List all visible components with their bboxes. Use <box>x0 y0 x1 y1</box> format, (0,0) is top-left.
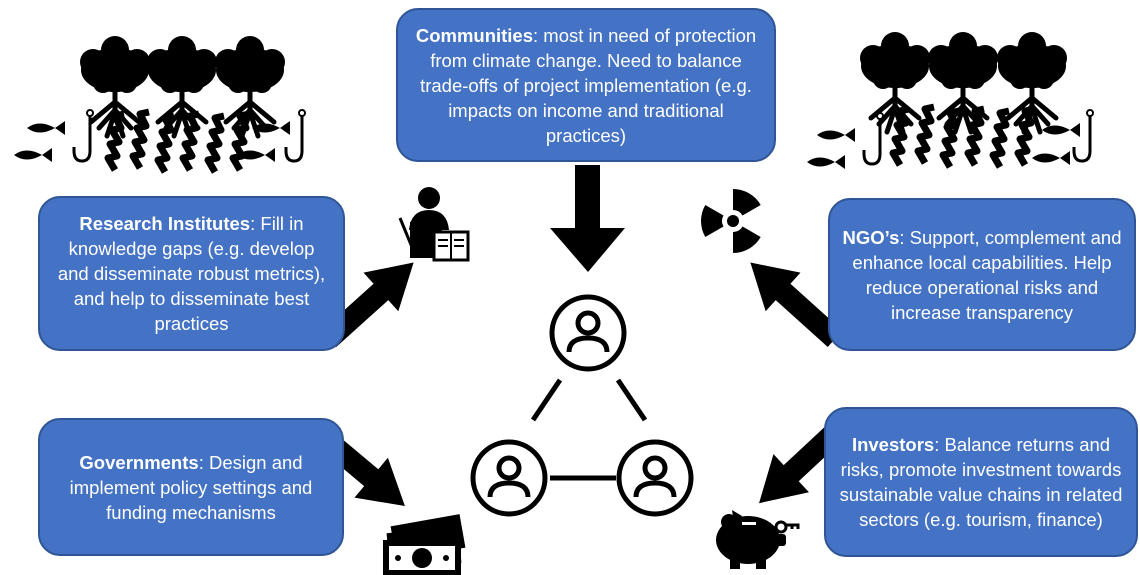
money-icon <box>383 514 466 575</box>
investors-text: Investors: Balance returns and risks, pr… <box>838 432 1124 532</box>
ngo-box: NGO’s: Support, complement and enhance l… <box>828 198 1136 351</box>
communities-text: Communities: most in need of protection … <box>410 23 762 148</box>
governments-label: Governments <box>79 451 199 473</box>
governments-text: Governments: Design and implement policy… <box>52 450 330 525</box>
mangrove-ecosystem-icon <box>807 32 1095 169</box>
mangrove-ecosystem-icon <box>14 36 307 172</box>
research-description: : Fill in knowledge gaps (e.g. develop a… <box>57 213 326 334</box>
research-text: Research Institutes: Fill in knowledge g… <box>52 211 331 336</box>
investors-label: Investors <box>851 434 935 455</box>
ngo-description: : Support, complement and enhance local … <box>852 226 1122 323</box>
radiation-icon <box>701 189 761 253</box>
governments-box: Governments: Design and implement policy… <box>38 418 344 556</box>
communities-description: : most in need of protection from climat… <box>420 24 757 146</box>
research-institutes-box: Research Institutes: Fill in knowledge g… <box>38 196 345 351</box>
governments-description: : Design and implement policy settings a… <box>69 451 313 523</box>
communities-label: Communities <box>415 24 534 46</box>
piggy-bank-icon <box>716 510 800 569</box>
arrow-down <box>550 165 625 272</box>
investors-box: Investors: Balance returns and risks, pr… <box>824 407 1138 557</box>
person-network-icon <box>473 297 691 514</box>
communities-box: Communities: most in need of protection … <box>396 8 776 162</box>
ngo-text: NGO’s: Support, complement and enhance l… <box>842 225 1122 325</box>
teacher-icon <box>398 187 470 262</box>
arrow-to-ngo <box>750 262 843 347</box>
research-label: Research Institutes <box>79 213 251 234</box>
investors-description: : Balance returns and risks, promote inv… <box>839 434 1123 530</box>
ngo-label: NGO’s <box>842 226 900 248</box>
